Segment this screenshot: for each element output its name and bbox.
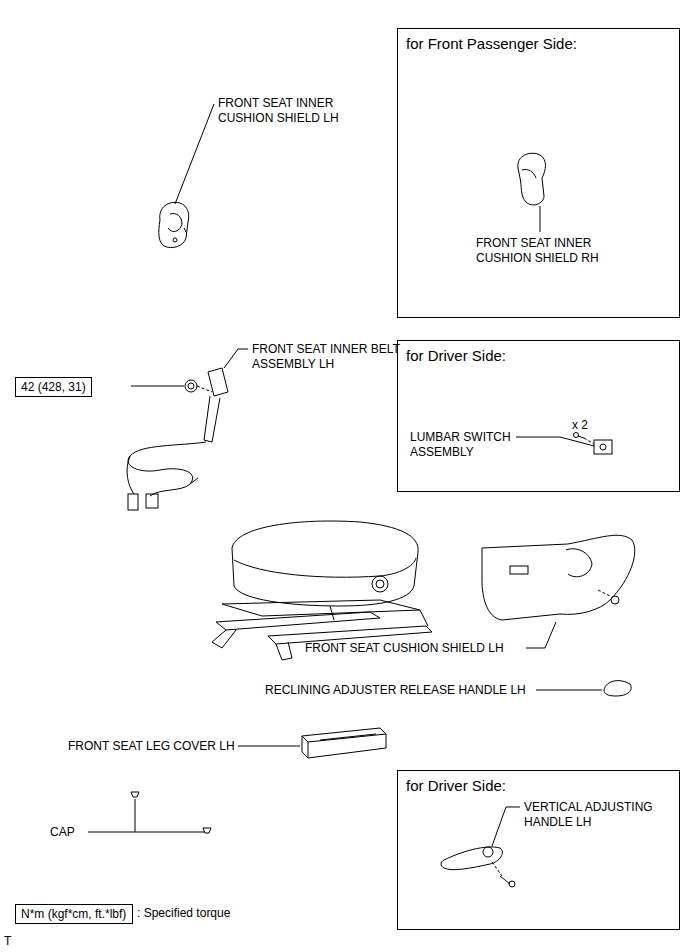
inner-cushion-shield-rh bbox=[518, 153, 546, 205]
leader-line bbox=[536, 690, 602, 691]
legend-text: : Specified torque bbox=[137, 906, 230, 921]
part-name: FRONT SEAT LEG COVER LH bbox=[68, 739, 235, 754]
part-name: CAP bbox=[50, 825, 75, 840]
leader-line bbox=[516, 437, 594, 446]
inner-belt-assembly bbox=[127, 368, 228, 510]
quantity: x 2 bbox=[572, 418, 588, 433]
leader-line bbox=[175, 104, 214, 204]
leader-line bbox=[492, 807, 520, 846]
nut bbox=[185, 380, 197, 392]
panel-heading: for Front Passenger Side: bbox=[406, 35, 671, 53]
leader-line bbox=[238, 746, 300, 747]
seat-cushion bbox=[212, 521, 432, 660]
inner-cushion-shield-lh bbox=[159, 202, 189, 247]
panel-heading: for Driver Side: bbox=[406, 347, 671, 365]
unit-box: N*m (kgf*cm, ft.*lbf) bbox=[15, 904, 133, 924]
cushion-shield-lh bbox=[482, 535, 635, 620]
part-name: FRONT SEAT CUSHION SHIELD LH bbox=[305, 641, 504, 656]
side-panel: for Front Passenger Side: bbox=[397, 28, 680, 318]
part-name: FRONT SEAT INNER CUSHION SHIELD RH bbox=[476, 236, 626, 266]
leader-line bbox=[526, 622, 556, 648]
caps bbox=[131, 792, 211, 833]
leader-line bbox=[88, 799, 135, 832]
reclining-handle bbox=[604, 681, 631, 696]
part-name: VERTICAL ADJUSTING HANDLE LH bbox=[524, 800, 664, 830]
leg-cover bbox=[302, 728, 386, 758]
dashed-line bbox=[197, 386, 212, 392]
vertical-handle bbox=[441, 847, 515, 887]
figure-mark: T bbox=[4, 934, 11, 949]
torque-text: 42 (428, 31) bbox=[21, 380, 86, 394]
part-name: LUMBAR SWITCH ASSEMBLY bbox=[410, 430, 514, 460]
leader-line bbox=[224, 349, 248, 368]
leader-line bbox=[131, 386, 184, 387]
part-name: RECLINING ADJUSTER RELEASE HANDLE LH bbox=[265, 683, 526, 698]
panel-heading: for Driver Side: bbox=[406, 777, 671, 795]
side-panel: for Driver Side: bbox=[397, 340, 680, 492]
lumbar-switch bbox=[574, 433, 613, 455]
side-panel: for Driver Side: bbox=[397, 770, 680, 930]
torque-text: N*m (kgf*cm, ft.*lbf) bbox=[21, 907, 127, 921]
part-name: FRONT SEAT INNER CUSHION SHIELD LH bbox=[218, 96, 358, 126]
part-name: FRONT SEAT INNER BELT ASSEMBLY LH bbox=[252, 342, 402, 372]
leader-line bbox=[135, 832, 205, 833]
torque-box: 42 (428, 31) bbox=[15, 377, 92, 397]
leader-line bbox=[540, 206, 541, 232]
